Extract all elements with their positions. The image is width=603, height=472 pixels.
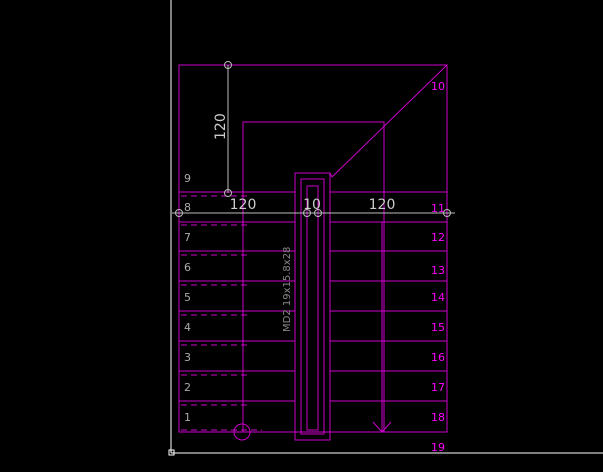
vertical-dimension-label: 120 <box>213 113 229 140</box>
step-number: 13 <box>431 264 445 277</box>
right-step-numbers: 10 11 12 13 14 15 16 17 18 19 <box>431 80 445 454</box>
grip-point[interactable] <box>224 61 232 69</box>
step-number: 6 <box>184 261 191 274</box>
step-number: 16 <box>431 351 445 364</box>
step-number: 10 <box>431 80 445 93</box>
step-number: 8 <box>184 201 191 214</box>
step-number: 19 <box>431 441 445 454</box>
left-nosing-marks <box>181 195 262 431</box>
handrail-well[interactable] <box>294 172 333 441</box>
step-number: 11 <box>431 202 445 215</box>
start-point-circle <box>233 423 251 441</box>
left-width-dimension-label: 120 <box>230 197 257 213</box>
grip-point[interactable] <box>175 209 183 217</box>
left-step-numbers: 1 2 3 4 5 6 7 8 9 <box>184 172 191 424</box>
walk-direction-arrow <box>372 222 392 433</box>
step-number: 2 <box>184 381 191 394</box>
step-number: 15 <box>431 321 445 334</box>
step-number: 18 <box>431 411 445 424</box>
left-flight-treads <box>179 191 295 402</box>
ucs-marker <box>168 449 175 456</box>
stair-outline[interactable] <box>178 64 448 433</box>
step-number: 4 <box>184 321 191 334</box>
step-number: 9 <box>184 172 191 185</box>
vertical-dimension[interactable]: 120 <box>213 61 232 197</box>
step-number: 3 <box>184 351 191 364</box>
grip-point[interactable] <box>314 209 322 217</box>
landing-inner-outline <box>242 121 385 432</box>
step-number: 7 <box>184 231 191 244</box>
step-number: 12 <box>431 231 445 244</box>
right-flight-treads <box>330 191 447 402</box>
step-number: 5 <box>184 291 191 304</box>
step-number: 1 <box>184 411 191 424</box>
grip-point[interactable] <box>443 209 451 217</box>
landing-diagonal <box>331 64 448 178</box>
grip-point[interactable] <box>224 189 232 197</box>
step-number: 17 <box>431 381 445 394</box>
gap-dimension-label: 10 <box>303 197 321 213</box>
grip-point[interactable] <box>303 209 311 217</box>
step-number: 14 <box>431 291 445 304</box>
right-width-dimension-label: 120 <box>369 197 396 213</box>
stair-type-label: MD2 19x15.8x28 <box>282 247 293 332</box>
horizontal-dimension[interactable]: 120 10 120 <box>172 197 455 217</box>
